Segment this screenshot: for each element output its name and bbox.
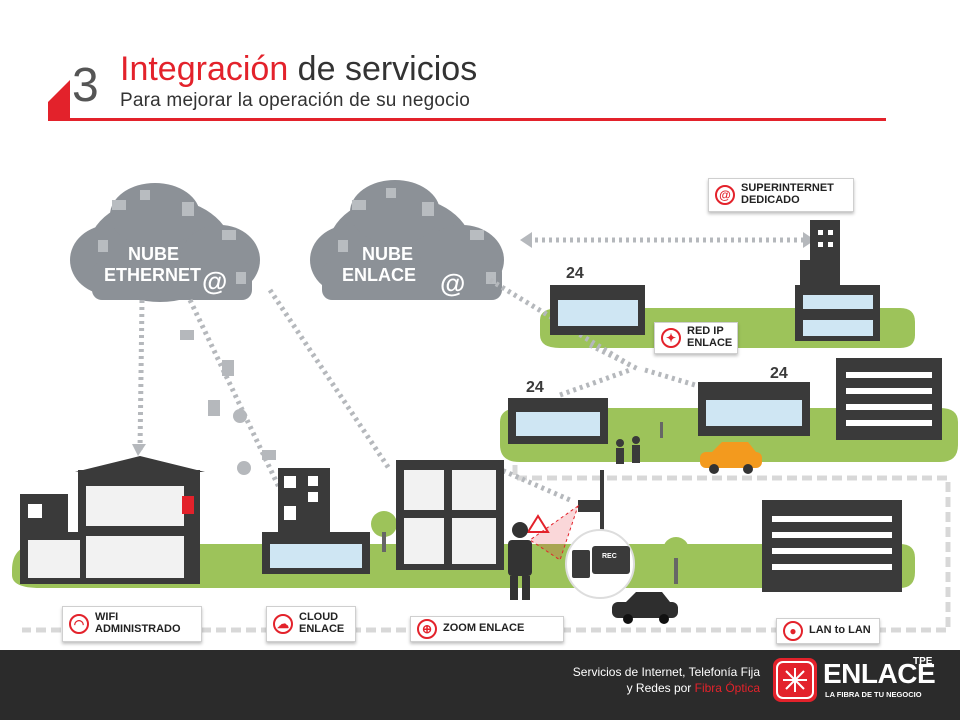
title-rest: de servicios <box>288 50 478 88</box>
document-icon <box>222 360 234 376</box>
at-icon: @ <box>202 266 227 296</box>
pie-chart-icon <box>233 409 247 423</box>
label-cloud: ☁ CLOUD ENLACE <box>266 606 356 642</box>
label-cloud-text: CLOUD ENLACE <box>299 611 345 635</box>
document-icon <box>208 400 220 416</box>
mail-icon <box>262 450 276 460</box>
footer-bar: Servicios de Internet, Telefonía Fija y … <box>0 650 960 720</box>
target-icon: ⊕ <box>417 619 437 639</box>
page-subtitle: Para mejorar la operación de su negocio <box>120 90 471 111</box>
brand-tagline: LA FIBRA DE TU NEGOCIO <box>825 690 922 699</box>
office-building-cloud <box>262 468 370 574</box>
footer-line2: y Redes por Fibra Óptica <box>573 680 760 696</box>
warning-icon <box>526 514 550 533</box>
logo-star-icon <box>773 658 817 702</box>
open-24-sign: 24 <box>770 365 788 382</box>
label-lan-text: LAN to LAN <box>809 624 871 637</box>
doc-icons <box>180 330 276 475</box>
footer-line2-prefix: y Redes por <box>626 681 695 696</box>
arrow-right-icon <box>803 232 815 248</box>
footer-line1: Servicios de Internet, Telefonía Fija <box>572 665 760 679</box>
label-red-ip: ✦ RED IP ENLACE <box>654 322 738 354</box>
orange-car <box>700 442 762 474</box>
cloud-enlace-line1: NUBE <box>362 244 413 264</box>
open-24-sign: 24 <box>526 379 544 396</box>
label-wifi: ◠ WIFI ADMINISTRADO <box>62 606 202 642</box>
footer-line2-accent: Fibra Óptica <box>694 681 760 696</box>
office-building-zoom <box>396 460 504 570</box>
network-loop-line <box>22 465 951 633</box>
label-wifi-text: WIFI ADMINISTRADO <box>95 611 181 635</box>
label-zoom: ⊕ ZOOM ENLACE <box>410 616 564 642</box>
network-hub-icon: ✦ <box>661 328 681 348</box>
brand-logo: ENLACE TPE LA FIBRA DE TU NEGOCIO <box>773 654 943 710</box>
pie-chart-icon <box>237 461 251 475</box>
title-accent: Integración <box>120 50 289 88</box>
cloud-ethernet-line2: ETHERNET <box>104 265 201 285</box>
label-lan: ● LAN to LAN <box>776 618 880 644</box>
parking-building-bottom <box>762 500 902 592</box>
security-camera-icon <box>578 500 602 512</box>
pedestrians <box>616 436 640 464</box>
footer-tagline: Servicios de Internet, Telefonía Fija y … <box>573 664 760 696</box>
office-building-wifi <box>20 456 205 584</box>
rec-indicator: REC <box>602 553 617 560</box>
phone-icon <box>572 550 590 578</box>
security-scene: REC <box>508 470 635 600</box>
mail-icon <box>180 330 194 340</box>
store-top: 24 <box>550 265 645 335</box>
parking-building-top <box>836 358 942 440</box>
network-illustration: NUBE ETHERNET @ NUBE ENLACE @ <box>12 180 958 633</box>
arrow-left-icon <box>520 232 532 248</box>
red-wedge-icon <box>48 80 70 118</box>
link-icon: ● <box>783 621 803 641</box>
page-title: Integración de servicios <box>120 52 477 86</box>
section-number: 3 <box>72 59 99 112</box>
at-icon: @ <box>440 268 465 298</box>
connection-lines <box>137 237 808 503</box>
black-car <box>612 592 678 624</box>
trees <box>371 409 689 584</box>
router-icon <box>182 496 194 514</box>
label-zoom-text: ZOOM ENLACE <box>443 622 525 635</box>
wifi-icon: ◠ <box>69 614 89 634</box>
cloud-ethernet-line1: NUBE <box>128 244 179 264</box>
slide-header: 3 Integración de servicios Para mejorar … <box>0 0 960 130</box>
arrow-down-icon <box>132 444 146 456</box>
cloud-ethernet: NUBE ETHERNET @ <box>70 183 260 302</box>
brand-name: ENLACE <box>823 658 936 689</box>
label-superinternet-text: SUPERINTERNET DEDICADO <box>741 182 834 206</box>
brand-superscript: TPE <box>913 656 933 667</box>
cloud-icon: ☁ <box>273 614 293 634</box>
person-icon <box>512 522 528 538</box>
store-middle-left: 24 <box>508 379 608 444</box>
office-tower <box>795 220 880 341</box>
at-icon: @ <box>715 185 735 205</box>
open-24-sign: 24 <box>566 265 584 282</box>
label-red-ip-text: RED IP ENLACE <box>687 325 733 349</box>
cloud-enlace: NUBE ENLACE @ <box>310 180 504 300</box>
label-superinternet: @ SUPERINTERNET DEDICADO <box>708 178 854 212</box>
store-middle-right: 24 <box>698 365 810 436</box>
cloud-enlace-line2: ENLACE <box>342 265 416 285</box>
header-divider <box>48 118 886 121</box>
tablet-icon <box>592 546 630 574</box>
